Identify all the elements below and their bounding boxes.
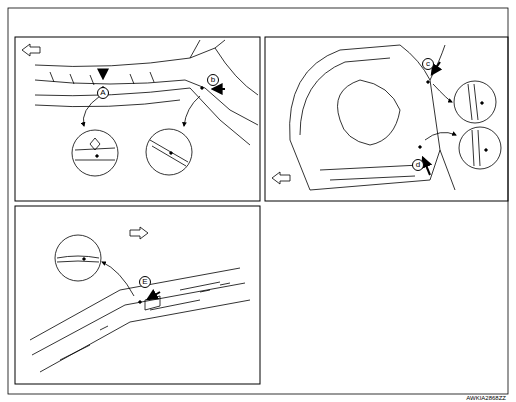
callout-text: c <box>426 60 430 68</box>
figure-code: AWKIA2868ZZ <box>466 395 506 401</box>
callout-text: E <box>142 278 147 286</box>
callout-letter: d <box>412 159 424 171</box>
callout-text: b <box>211 76 215 84</box>
callout-letter: A <box>97 87 109 99</box>
callout-letter: b <box>207 74 219 86</box>
callout-letter: c <box>422 58 434 70</box>
callout-text: A <box>100 89 105 97</box>
callout-letter: E <box>139 276 151 288</box>
callout-text: d <box>416 161 420 169</box>
